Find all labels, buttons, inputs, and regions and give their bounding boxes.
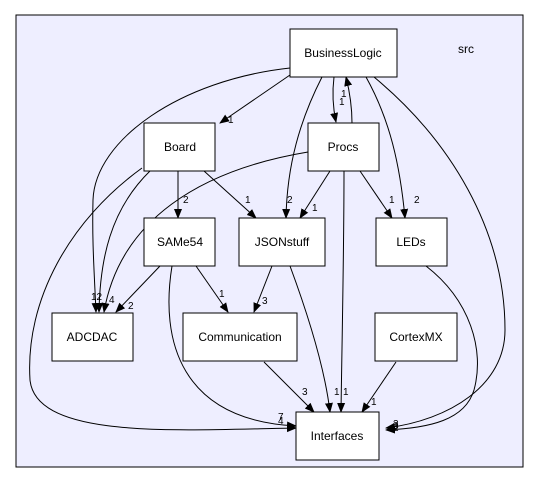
edge-label-businesslogic-jsonstuff: 2 <box>287 195 293 206</box>
edge-board-interfaces <box>29 167 297 433</box>
edges: 1 1 1 2 2 2 1 1 1 1 <box>29 67 506 434</box>
node-label-communication: Communication <box>198 330 281 344</box>
node-label-procs: Procs <box>328 140 359 154</box>
edge-label-board-jsonstuff: 1 <box>245 195 251 206</box>
node-label-board: Board <box>164 140 196 154</box>
edge-label-interfaces-in-d: 3 <box>393 421 399 432</box>
edge-label-jsonstuff-interfaces: 1 <box>334 387 340 398</box>
edge-label-businesslogic-leds: 2 <box>414 195 420 206</box>
edge-label-adcdac-in-a: 12 <box>91 292 103 303</box>
edge-businesslogic-adcdac <box>91 67 291 313</box>
node-label-businesslogic: BusinessLogic <box>304 46 381 60</box>
node-same54[interactable]: SAMe54 <box>143 217 216 267</box>
edge-same54-communication <box>195 265 229 313</box>
edge-businesslogic-leds <box>365 76 409 219</box>
node-adcdac[interactable]: ADCDAC <box>51 312 134 362</box>
node-communication[interactable]: Communication <box>182 312 298 362</box>
edge-businesslogic-procs <box>330 76 339 123</box>
edge-communication-interfaces <box>263 361 315 413</box>
node-label-cortexmx: CortexMX <box>389 330 442 344</box>
node-label-jsonstuff: JSONstuff <box>255 235 310 249</box>
edge-jsonstuff-interfaces <box>289 265 333 413</box>
edge-board-adcdac <box>95 170 151 313</box>
node-interfaces[interactable]: Interfaces <box>295 411 380 461</box>
node-label-leds: LEDs <box>396 235 425 249</box>
node-label-adcdac: ADCDAC <box>67 330 118 344</box>
edge-cortexmx-interfaces <box>361 361 397 413</box>
edge-label-jsonstuff-communication: 3 <box>262 296 268 307</box>
edge-label-procs-jsonstuff: 1 <box>312 203 318 214</box>
edge-businesslogic-jsonstuff <box>282 76 323 219</box>
edge-label-same54-adcdac: 2 <box>128 301 134 312</box>
edge-jsonstuff-communication <box>253 265 273 313</box>
edge-label-procs-interfaces: 1 <box>343 387 349 398</box>
edge-label-communication-interfaces: 3 <box>302 387 308 398</box>
node-cortexmx[interactable]: CortexMX <box>374 312 458 362</box>
node-jsonstuff[interactable]: JSONstuff <box>238 217 326 267</box>
edge-procs-adcdac <box>101 151 309 313</box>
edge-businesslogic-board <box>219 74 291 124</box>
edge-label-board-same54: 2 <box>183 195 189 206</box>
edge-procs-interfaces <box>337 170 346 413</box>
node-procs[interactable]: Procs <box>307 122 380 172</box>
edge-businesslogic-interfaces <box>373 76 506 431</box>
edge-label-interfaces-in-e: 2 <box>393 423 399 434</box>
edge-label-adcdac-in-b: 4 <box>109 295 115 306</box>
edge-procs-leds <box>359 170 393 219</box>
edge-label-procs-businesslogic: 1 <box>341 89 347 100</box>
edge-label-same54-communication: 1 <box>219 289 225 300</box>
edge-label-procs-leds: 1 <box>389 195 395 206</box>
cluster-label: src <box>458 42 474 56</box>
edge-procs-businesslogic <box>344 76 353 124</box>
edge-label-interfaces-in-a: 7 <box>278 412 284 423</box>
node-businesslogic[interactable]: BusinessLogic <box>289 28 398 78</box>
edge-label-interfaces-in-c: 3 <box>393 419 399 430</box>
edge-board-jsonstuff <box>203 170 257 219</box>
edge-label-interfaces-in-b: 4 <box>278 416 284 427</box>
edge-same54-interfaces <box>168 265 297 430</box>
edge-leds-interfaces <box>385 265 478 434</box>
edge-label-businesslogic-procs: 1 <box>339 97 345 108</box>
node-leds[interactable]: LEDs <box>375 217 448 267</box>
edge-label-businesslogic-board: 1 <box>228 115 234 126</box>
edge-label-cortexmx-interfaces: 1 <box>371 397 377 408</box>
edge-procs-jsonstuff <box>299 170 331 219</box>
edge-same54-adcdac <box>115 265 161 313</box>
node-label-same54: SAMe54 <box>157 235 203 249</box>
node-label-interfaces: Interfaces <box>311 429 364 443</box>
node-board[interactable]: Board <box>143 122 216 172</box>
